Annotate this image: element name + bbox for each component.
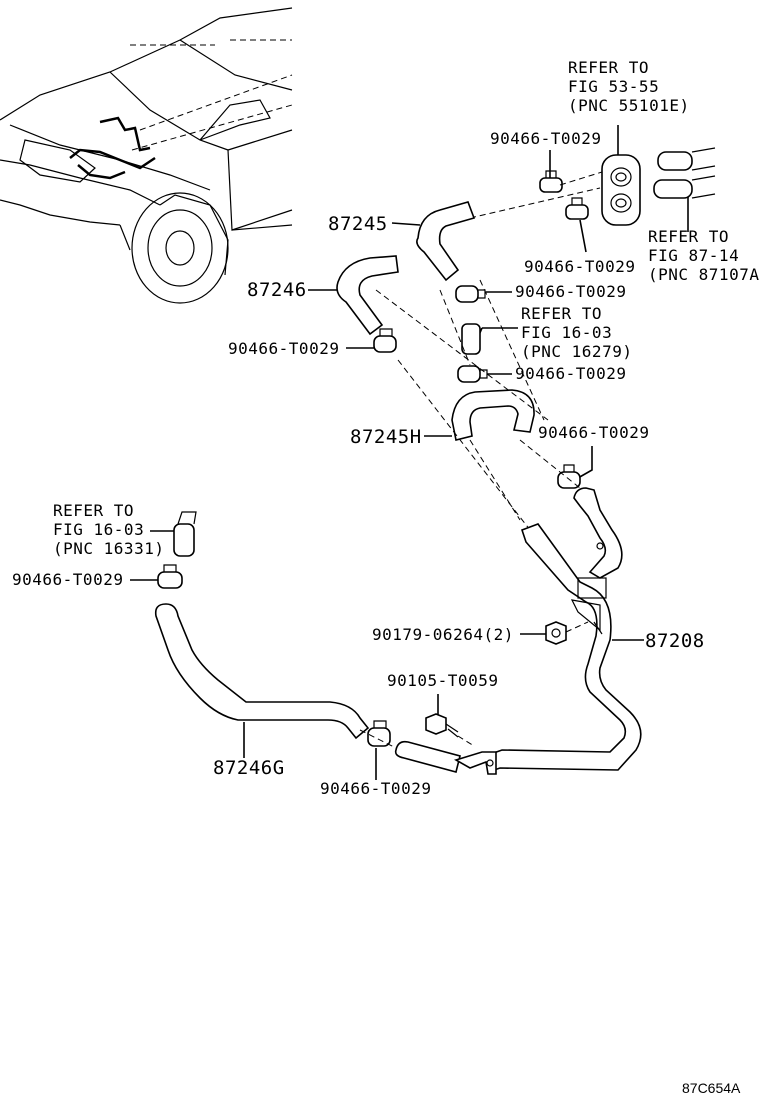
hose-87246 [336,255,399,336]
part-clamp-top-left: 90466-T0029 [490,129,601,148]
part-bolt: 90179-06264(2) [372,625,514,644]
ref-fig87-line2: FIG 87-14 [648,246,739,265]
hose-87245 [416,201,476,282]
ref-fig53-line2: FIG 53-55 [568,77,659,96]
engine-outlet [173,511,197,557]
hose-87246g [154,603,370,740]
part-87208: 87208 [645,630,705,652]
ref-fig16b-line1: REFER TO [53,501,134,520]
bracket [453,751,497,775]
heater-pipes [653,147,716,232]
clamp-icon [457,365,488,383]
ref-fig53-line3: (PNC 55101E) [568,96,690,115]
ref-fig87-line3: (PNC 87107A [648,265,759,284]
heater-flange [601,154,641,226]
hose-87245h [451,389,535,441]
ref-fig87-line1: REFER TO [648,227,729,246]
ref-fig16b-line3: (PNC 16331) [53,539,164,558]
part-87245: 87245 [328,213,388,235]
ref-fig53-line1: REFER TO [568,58,649,77]
part-screw: 90105-T0059 [387,671,498,690]
part-clamp-mid-b: 90466-T0029 [515,364,626,383]
part-clamp-right-b: 90466-T0029 [538,423,649,442]
part-clamp-bottom: 90466-T0029 [320,779,431,798]
ref-fig16b-line2: FIG 16-03 [53,520,144,539]
screw-icon [425,713,459,738]
part-clamp-top-right: 90466-T0029 [524,257,635,276]
part-87246g: 87246G [213,757,285,779]
part-clamp-left-a: 90466-T0029 [228,339,339,358]
bolt-icon [545,621,567,645]
clamp-icon [557,464,581,489]
part-87245h: 87245H [350,426,422,448]
part-clamp-left-b: 90466-T0029 [12,570,123,589]
diagram-code: 87C654A [682,1080,741,1096]
hose-lower-end [394,740,461,773]
clamp-icon [565,197,589,220]
outlet-nipple [461,323,481,355]
part-clamp-mid-a: 90466-T0029 [515,282,626,301]
clamp-icon [455,285,486,303]
ref-fig16a-line1: REFER TO [521,304,602,323]
clamp-icon [157,564,183,589]
ref-fig16a-line2: FIG 16-03 [521,323,612,342]
clamp-icon [367,720,391,747]
vehicle-illustration [0,7,293,304]
part-87246: 87246 [247,279,307,301]
clamp-icon [539,170,563,193]
clamp-icon [373,328,397,353]
ref-fig16a-line3: (PNC 16279) [521,342,632,361]
